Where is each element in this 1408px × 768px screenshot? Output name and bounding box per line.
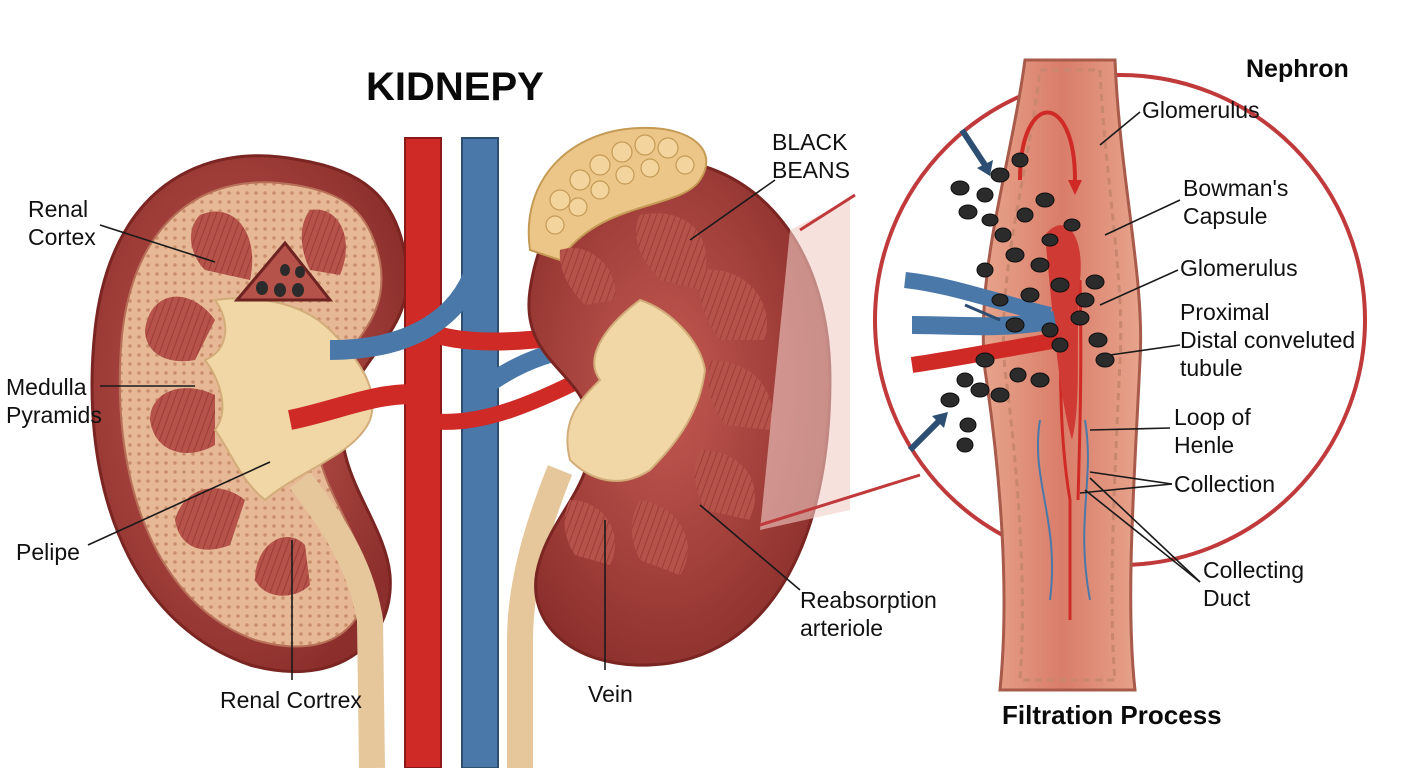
- right-kidney: [527, 126, 832, 667]
- label-pelipe: Pelipe: [16, 539, 80, 565]
- label-glomerulus-top: Glomerulus: [1142, 97, 1260, 123]
- label-glomerulus-mid: Glomerulus: [1180, 255, 1298, 281]
- filtration-process-title: Filtration Process: [1002, 700, 1222, 730]
- nephron-title: Nephron: [1246, 55, 1349, 83]
- label-collection: Collection: [1174, 471, 1275, 497]
- diagram-title: KIDNEPY: [366, 65, 544, 109]
- label-renal-cortrex: Renal Cortrex: [220, 687, 362, 713]
- zoom-connector: [760, 200, 850, 530]
- leader-lines: [87, 111, 1201, 680]
- nephron-callout: [873, 58, 1367, 692]
- main-vessels: [288, 137, 621, 768]
- label-vein: Vein: [588, 681, 633, 707]
- left-kidney: [90, 154, 409, 674]
